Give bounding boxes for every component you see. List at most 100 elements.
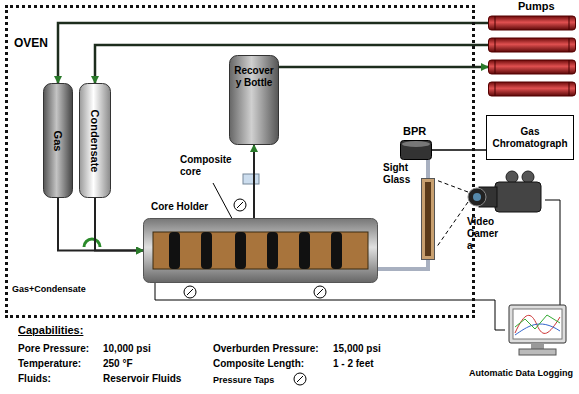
- shape-part: [317, 289, 323, 295]
- shape-part: [489, 60, 576, 74]
- shape-part: [153, 232, 368, 269]
- shape-part: [143, 218, 378, 283]
- shape-part: [331, 232, 342, 269]
- shape-part: [495, 182, 541, 212]
- shape-part: [402, 141, 430, 147]
- shape-part: [297, 376, 303, 382]
- capability-text: 15,000 psi: [333, 343, 381, 355]
- capability-text: Fluids:: [18, 373, 51, 385]
- gas-cylinder: Gas: [43, 83, 73, 198]
- shape-part: [80, 84, 111, 198]
- shape-part: [468, 188, 486, 206]
- shape-part: [505, 305, 570, 357]
- shape-part: [509, 305, 566, 343]
- data-logging-computer: Automatic Data Logging: [505, 305, 570, 357]
- shape-part: [294, 373, 306, 385]
- edge-label: Gas+Condensate: [12, 283, 86, 295]
- pump-bank: Pumps: [488, 16, 576, 96]
- node-label: Automatic Data Logging: [469, 368, 573, 379]
- shape-part: [267, 232, 278, 269]
- shape-part: [314, 286, 326, 298]
- node-label: Sight Glass: [383, 162, 417, 186]
- sight-glass: Sight Glass: [421, 178, 435, 260]
- capability-text: Temperature:: [18, 358, 81, 370]
- capability-text: Overburden Pressure:: [213, 343, 319, 355]
- shape-part: [436, 202, 468, 248]
- shape-part: [487, 116, 574, 160]
- callout-label: Composite core: [180, 154, 236, 178]
- shape-part: [495, 60, 496, 74]
- flow-line: [155, 283, 505, 330]
- shape-part: [473, 193, 481, 201]
- shape-part: [531, 343, 544, 349]
- core-holder: Core Holder: [143, 218, 378, 283]
- shape-part: [489, 38, 576, 52]
- flow-line: [378, 260, 428, 269]
- node-label: Video Camer a: [467, 216, 505, 252]
- capability-text: Pressure Taps: [213, 374, 274, 386]
- shape-part: [489, 16, 576, 30]
- flow-line: [58, 198, 143, 251]
- shape-part: [506, 171, 518, 183]
- gas-chromatograph: Gas Chromatograph: [486, 115, 574, 160]
- flow-line: [95, 198, 143, 251]
- flow-line: [253, 145, 255, 218]
- shape-part: [569, 82, 570, 96]
- shape-part: [144, 219, 378, 283]
- capability-text: 1 - 2 feet: [333, 358, 374, 370]
- node-label: BPR: [403, 125, 426, 138]
- node-label: Pumps: [518, 0, 555, 13]
- shape-part: [465, 170, 545, 252]
- capability-text: Pore Pressure:: [18, 343, 89, 355]
- shape-part: [400, 140, 432, 160]
- shape-part: [569, 60, 570, 74]
- shape-part: [84, 239, 100, 247]
- shape-part: [237, 202, 243, 208]
- shape-part: [234, 199, 246, 211]
- node-label: Core Holder: [151, 201, 208, 213]
- shape-part: [569, 16, 570, 30]
- shape-part: [235, 232, 246, 269]
- shape-part: [522, 171, 534, 183]
- node-label: Gas Chromatograph: [489, 126, 571, 150]
- capability-text: Reservoir Fluids: [103, 373, 181, 385]
- node-label: Condensate: [89, 109, 101, 172]
- shape-part: [184, 286, 196, 298]
- shape-part: [515, 315, 560, 329]
- shape-part: [401, 141, 432, 160]
- node-label: Gas: [52, 130, 64, 151]
- shape-part: [488, 16, 576, 96]
- capability-text: Capabilities:: [18, 324, 83, 336]
- flow-line: [279, 66, 488, 69]
- oven-region: OVEN Gas CondensateCore Holder Recover y Bo…: [5, 5, 475, 318]
- video-camera: Video Camer a: [465, 170, 545, 252]
- flow-line: [432, 149, 486, 151]
- shape-part: [230, 56, 279, 145]
- node-label: OVEN: [14, 36, 48, 50]
- shape-part: [489, 82, 576, 96]
- shape-part: [436, 180, 468, 192]
- condensate-cylinder: Condensate: [79, 83, 111, 198]
- flow-line: [95, 45, 488, 83]
- shape-part: [569, 38, 570, 52]
- capability-text: Composite Length:: [213, 358, 304, 370]
- shape-part: [44, 84, 73, 198]
- shape-part: [187, 289, 193, 295]
- back-pressure-regulator: BPR: [400, 140, 432, 160]
- flow-line: [545, 200, 560, 305]
- flow-line: [426, 160, 430, 178]
- recovery-bottle: Recover y Bottle: [229, 55, 279, 145]
- shape-part: [425, 182, 431, 256]
- shape-part: [513, 309, 562, 339]
- shape-part: [495, 82, 496, 96]
- node-label: Recover y Bottle: [231, 65, 277, 89]
- shape-part: [495, 38, 496, 52]
- shape-part: [299, 232, 310, 269]
- shape-part: [169, 232, 180, 269]
- shape-part: [243, 174, 259, 184]
- shape-part: [201, 232, 212, 269]
- shape-part: [422, 179, 435, 260]
- shape-part: [519, 349, 556, 355]
